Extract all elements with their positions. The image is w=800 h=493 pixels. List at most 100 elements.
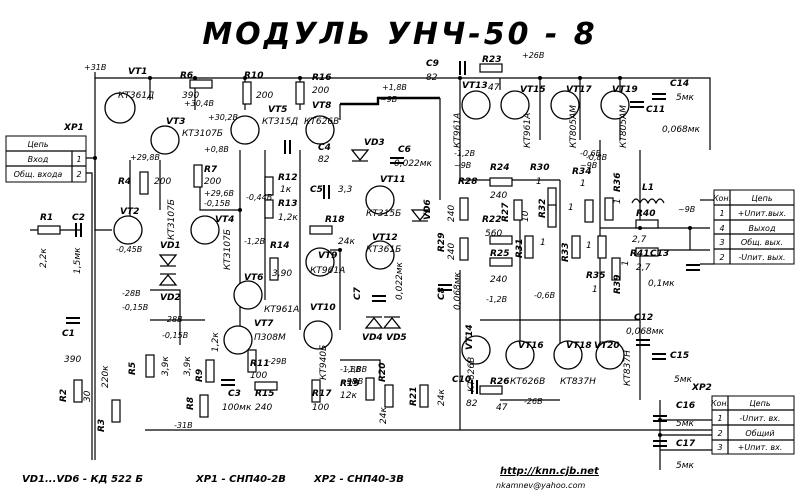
transistor-ref: VT19 [612, 85, 638, 95]
capacitor-ref: C6 [398, 145, 411, 155]
transistor-ref: VT1 [128, 67, 147, 77]
resistor-value: 200 [204, 177, 221, 187]
resistor-r39 [611, 257, 621, 281]
resistor-ref: R8 [186, 397, 196, 410]
capacitor-ref: C17 [676, 439, 696, 449]
resistor-ref: R5 [128, 362, 138, 375]
voltage-label: ~9В [454, 161, 471, 170]
page-title: МОДУЛЬ УНЧ-50 - 8 [202, 17, 597, 52]
voltage-label: +1,8В [382, 83, 407, 92]
resistor-r19 [365, 377, 375, 401]
resistor-r35 [597, 235, 607, 259]
diode-vd1 [158, 254, 178, 267]
resistor-r13 [264, 199, 274, 219]
resistor-ref: R15 [255, 389, 274, 399]
transistor-ref: VT14 [465, 324, 475, 350]
capacitor-ref: C9 [426, 59, 439, 69]
resistor-ref: R25 [490, 249, 509, 259]
resistor-ref: R35 [586, 271, 605, 281]
transistor-type: КТ3107Б [182, 129, 223, 139]
diode-vd3 [350, 149, 370, 162]
resistor-r11 [247, 349, 257, 373]
diode-ref: VD1 [160, 241, 181, 251]
resistor-ref: R40 [636, 209, 655, 219]
resistor-r12 [264, 176, 274, 196]
resistor-ref: R3 [97, 419, 107, 432]
resistor-ref: R9 [195, 369, 205, 382]
capacitor-ref: C12 [634, 313, 653, 323]
transistor-ref: VT6 [244, 273, 263, 283]
resistor-value: 200 [312, 86, 329, 96]
resistor-r40 [635, 219, 659, 229]
resistor-ref: R30 [530, 163, 549, 173]
resistor-value: 240 [490, 275, 507, 285]
transistor-vt8 [305, 115, 335, 145]
xp2-row-label: +Uпит. вх. [738, 443, 783, 452]
capacitor-value: 82 [318, 155, 330, 165]
resistor-value: 200 [256, 91, 273, 101]
capacitor-value: 0,068мк [453, 271, 463, 310]
url-link[interactable]: http://knn.cjb.net [500, 466, 600, 477]
xp2-label: XP2 [691, 383, 712, 393]
resistor-r32 [547, 204, 557, 228]
resistor-r4 [139, 171, 149, 195]
voltage-label: +26В [522, 51, 544, 60]
transistor-type: КТ3107Б [167, 199, 177, 240]
diode-vd5 [382, 316, 402, 329]
voltage-label: -1,2В [244, 237, 265, 246]
xp1-row-label: Общ. входа [14, 170, 63, 179]
capacitor-value: 3,3 [338, 185, 353, 195]
transistor-vt2 [113, 215, 143, 245]
voltage-label: +29,8В [130, 153, 160, 162]
capacitor-value: 5мк [676, 461, 695, 471]
resistor-value: 2,7 [632, 235, 647, 245]
voltage-label: -29В [268, 357, 287, 366]
resistor-ref: R39 [613, 275, 623, 294]
xp2-row-pin: 3 [717, 443, 722, 452]
resistor-r41 [635, 247, 659, 257]
transistor-vt10 [303, 320, 333, 350]
transistor-vt12 [365, 240, 395, 270]
voltage-label: ~98 [340, 377, 357, 386]
capacitor-ref: C10 [452, 375, 471, 385]
resistor-ref: R4 [118, 177, 131, 187]
resistor-value: 1 [580, 179, 586, 189]
diode-vd6 [410, 209, 430, 222]
resistor-ref: R22 [482, 215, 501, 225]
xp2-row-label: Общий [745, 429, 774, 438]
resistor-ref: R13 [278, 199, 297, 209]
capacitor-ref: C11 [646, 105, 665, 115]
email-link[interactable]: nkamnev@yahoo.com [496, 481, 585, 490]
transistor-type: КТ961А [264, 305, 299, 315]
capacitor-value: 1,5мк [73, 247, 83, 274]
voltage-label: -1,2В [486, 295, 507, 304]
voltage-label: +29,6В [204, 189, 234, 198]
output-row-label: Общ. вых. [741, 238, 783, 247]
capacitor-ref: C7 [353, 286, 363, 300]
diode-vd2 [158, 273, 178, 286]
resistor-r18 [309, 225, 333, 235]
resistor-value: 2,2к [39, 248, 49, 268]
transistor-vt13 [461, 90, 491, 120]
resistor-value: 1 [568, 203, 574, 213]
capacitor-ref: C14 [670, 79, 689, 89]
transistor-ref: VT8 [312, 101, 331, 111]
resistor-ref: R32 [538, 199, 548, 218]
transistors: VT1 КТ361Д VT2 КТ3107Б VT3 КТ3107Б VT4 К… [104, 67, 638, 392]
xp2-row-label: -Uпит. вх. [740, 414, 781, 423]
resistor-ref: R28 [458, 177, 477, 187]
transistor-type: КТ626В [510, 377, 545, 387]
xp1-row-pin: 2 [76, 170, 81, 179]
transistor-type: КТ626В [304, 117, 339, 127]
resistor-value: 2,7 [636, 263, 651, 273]
voltage-label: -31В [174, 421, 193, 430]
resistor-ref: R21 [409, 387, 419, 406]
resistor-r14 [269, 257, 279, 281]
resistor-r29 [459, 237, 469, 261]
resistors: R1 2,2к R2 30 R3 220к R4 200 R5 3,9к R6 … [37, 55, 659, 432]
capacitor-value: 0,022мк [395, 261, 405, 300]
resistor-value: 100 [312, 403, 329, 413]
resistor-r17 [311, 379, 321, 403]
capacitor-ref: C16 [676, 401, 695, 411]
inductor-ref: L1 [642, 183, 654, 193]
